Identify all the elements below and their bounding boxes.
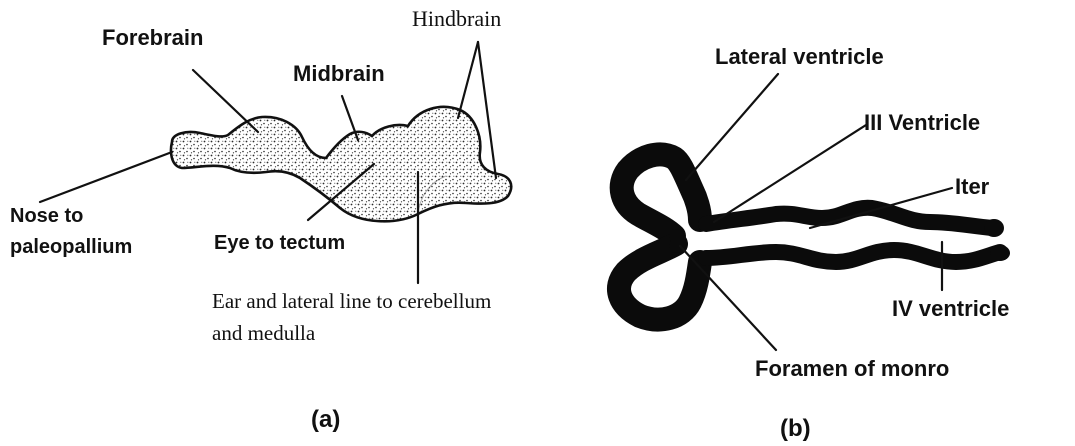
hindbrain-label: Hindbrain — [412, 6, 501, 31]
iter-label: Iter — [955, 174, 990, 199]
foramen-label: Foramen of monro — [755, 356, 949, 381]
panel-a: Forebrain Midbrain Hindbrain Nose to pal… — [10, 6, 511, 433]
nose-label-line2: paleopallium — [10, 236, 132, 258]
forebrain-label: Forebrain — [102, 25, 203, 50]
fourth-tube-end — [990, 245, 1010, 261]
eye-label: Eye to tectum — [214, 232, 345, 254]
nose-label-line1: Nose to — [10, 205, 83, 227]
fourth-ventricle-tube — [706, 250, 1000, 262]
panel-b: Lateral ventricle III Ventricle Iter IV … — [619, 44, 1010, 442]
ear-label-line1: Ear and lateral line to cerebellum — [212, 289, 491, 313]
forebrain-leader — [193, 70, 258, 132]
panel-a-caption: (a) — [311, 406, 340, 433]
ear-label-line2: and medulla — [212, 321, 316, 345]
fourth-ventricle-label: IV ventricle — [892, 296, 1009, 321]
ventricle-waist — [676, 236, 679, 246]
midbrain-label: Midbrain — [293, 61, 385, 86]
nose-leader — [40, 152, 172, 202]
brain-outline — [171, 107, 511, 221]
iter-tube-end — [984, 219, 1004, 237]
lateral-ventricle-label: Lateral ventricle — [715, 44, 884, 69]
hindbrain-leader-1 — [458, 42, 478, 118]
panel-b-caption: (b) — [780, 415, 811, 442]
lateral-ventricle-leader — [686, 74, 778, 180]
third-ventricle-label: III Ventricle — [864, 110, 980, 135]
lateral-ventricle-shape — [622, 154, 700, 236]
